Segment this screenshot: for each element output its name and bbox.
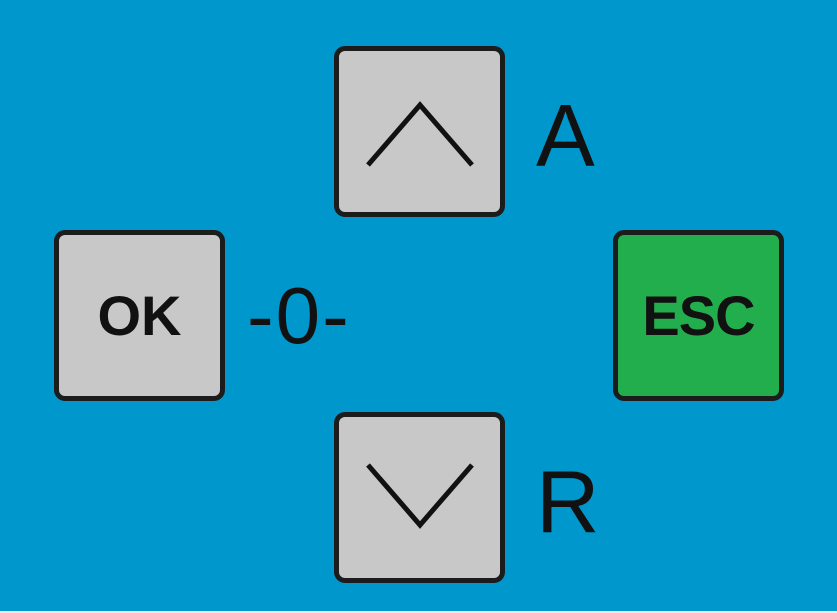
chevron-down-icon: [365, 462, 474, 529]
up-button[interactable]: [334, 46, 505, 217]
esc-button-label: ESC: [642, 283, 755, 347]
up-key-label: A: [536, 86, 595, 185]
ok-button-label: OK: [97, 283, 182, 347]
chevron-up-icon: [365, 100, 474, 167]
down-button[interactable]: [334, 412, 505, 583]
ok-button[interactable]: OK: [54, 230, 225, 401]
bottom-divider: [0, 611, 837, 613]
down-key-label: R: [536, 452, 600, 551]
display-value: -0-: [247, 271, 351, 360]
esc-button[interactable]: ESC: [613, 230, 784, 401]
